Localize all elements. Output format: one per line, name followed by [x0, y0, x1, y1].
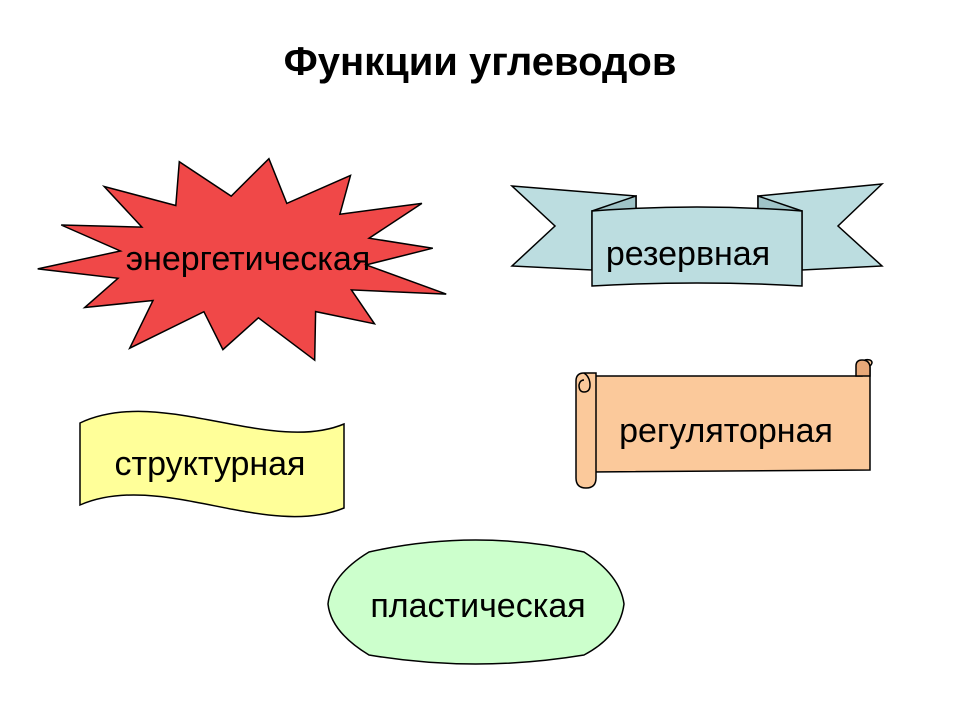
wave-banner-icon — [79, 410, 345, 518]
energetic-burst-shape: энергетическая — [37, 157, 447, 362]
explosion-burst-icon — [37, 157, 447, 362]
reserve-label: резервная — [606, 235, 770, 273]
regulatory-label: регуляторная — [619, 412, 833, 450]
structural-wave-shape: структурная — [79, 410, 345, 518]
reserve-ribbon-shape: резервная — [509, 183, 885, 287]
octagon-icon — [327, 539, 625, 665]
slide-title: Функции углеводов — [283, 40, 677, 84]
structural-label: структурная — [115, 445, 306, 483]
plastic-octagon-shape: пластическая — [327, 539, 625, 665]
regulatory-scroll-shape: регуляторная — [575, 358, 873, 489]
plastic-label: пластическая — [370, 587, 585, 625]
energetic-label: энергетическая — [126, 240, 371, 278]
horizontal-scroll-icon — [575, 358, 873, 489]
ribbon-banner-icon — [509, 183, 885, 287]
